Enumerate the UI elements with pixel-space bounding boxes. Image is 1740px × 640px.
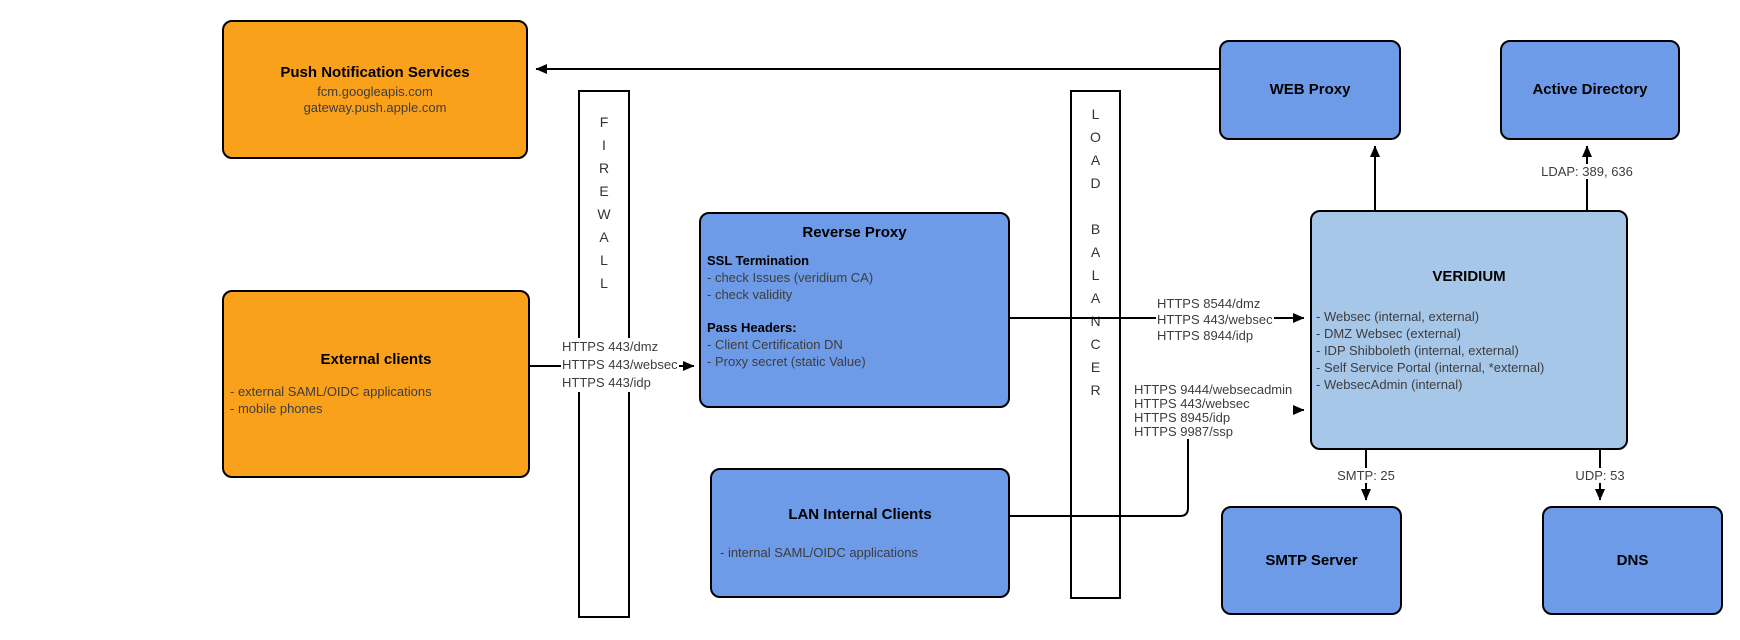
reverse-proxy-node: Reverse Proxy SSL Termination - check Is… — [699, 212, 1010, 408]
reverse-proxy-item: - Client Certification DN — [707, 337, 843, 352]
edge-label-ldap: LDAP: 389, 636 — [1540, 164, 1634, 179]
push-endpoint-fcm: fcm.googleapis.com — [317, 83, 433, 99]
pass-headers-heading: Pass Headers: — [707, 320, 797, 335]
veridium-service-item: - Self Service Portal (internal, *extern… — [1316, 359, 1545, 375]
edge-label-udp: UDP: 53 — [1574, 468, 1626, 483]
veridium-service-item: - DMZ Websec (external) — [1316, 325, 1461, 341]
node-title: DNS — [1616, 551, 1649, 569]
node-title: WEB Proxy — [1269, 81, 1351, 98]
node-title: External clients — [320, 351, 432, 368]
node-title: VERIDIUM — [1432, 267, 1506, 285]
port-label: HTTPS 9444/websecadmin — [1134, 382, 1293, 397]
node-title: Reverse Proxy — [802, 224, 907, 241]
edge-label-lan-to-veridium: HTTPS 9444/websecadmin HTTPS 443/websec … — [1133, 382, 1294, 439]
edge-label-external-to-reverseproxy: HTTPS 443/dmz HTTPS 443/websec HTTPS 443… — [561, 338, 679, 392]
dns-node: DNS — [1542, 506, 1723, 615]
external-clients-item: - mobile phones — [230, 401, 323, 416]
port-label: HTTPS 443/dmz — [562, 339, 659, 354]
port-label: HTTPS 8944/idp — [1157, 328, 1254, 343]
veridium-node: VERIDIUM - Websec (internal, external) -… — [1310, 210, 1628, 450]
reverse-proxy-item: - check Issues (veridium CA) — [707, 270, 874, 285]
push-endpoint-apns: gateway.push.apple.com — [303, 99, 447, 115]
node-title: LAN Internal Clients — [788, 505, 932, 523]
ssl-termination-heading: SSL Termination — [707, 253, 810, 268]
veridium-service-item: - Websec (internal, external) — [1316, 308, 1480, 324]
port-label: HTTPS 443/websec — [1157, 312, 1273, 327]
port-label: HTTPS 8945/idp — [1134, 410, 1231, 425]
web-proxy-node: WEB Proxy — [1219, 40, 1401, 140]
veridium-service-item: - WebsecAdmin (internal) — [1316, 376, 1463, 392]
external-clients-node: External clients - external SAML/OIDC ap… — [222, 290, 530, 478]
reverse-proxy-item: - check validity — [707, 287, 793, 302]
port-label: HTTPS 9987/ssp — [1134, 424, 1233, 439]
node-title: Push Notification Services — [280, 63, 470, 81]
push-notification-services-node: Push Notification Services fcm.googleapi… — [222, 20, 528, 159]
load-balancer-label: LOAD BALANCER — [1087, 106, 1104, 405]
node-title: Active Directory — [1532, 81, 1648, 98]
external-clients-item: - external SAML/OIDC applications — [230, 384, 432, 399]
edge-label-smtp: SMTP: 25 — [1336, 468, 1396, 483]
port-label: HTTPS 8544/dmz — [1157, 296, 1261, 311]
lan-internal-clients-node: LAN Internal Clients - internal SAML/OID… — [710, 468, 1010, 598]
smtp-server-node: SMTP Server — [1221, 506, 1402, 615]
veridium-service-item: - IDP Shibboleth (internal, external) — [1316, 342, 1519, 358]
port-label: HTTPS 443/websec — [1134, 396, 1250, 411]
node-title: SMTP Server — [1265, 551, 1358, 569]
firewall-label: FIREWALL — [596, 114, 612, 298]
port-label: HTTPS 443/websec — [562, 357, 678, 372]
reverse-proxy-item: - Proxy secret (static Value) — [707, 354, 866, 369]
active-directory-node: Active Directory — [1500, 40, 1680, 140]
port-label: HTTPS 443/idp — [562, 375, 651, 390]
lan-clients-item: - internal SAML/OIDC applications — [720, 544, 918, 560]
edge-label-reverseproxy-to-veridium: HTTPS 8544/dmz HTTPS 443/websec HTTPS 89… — [1156, 296, 1274, 344]
load-balancer-bar: LOAD BALANCER — [1070, 90, 1121, 599]
